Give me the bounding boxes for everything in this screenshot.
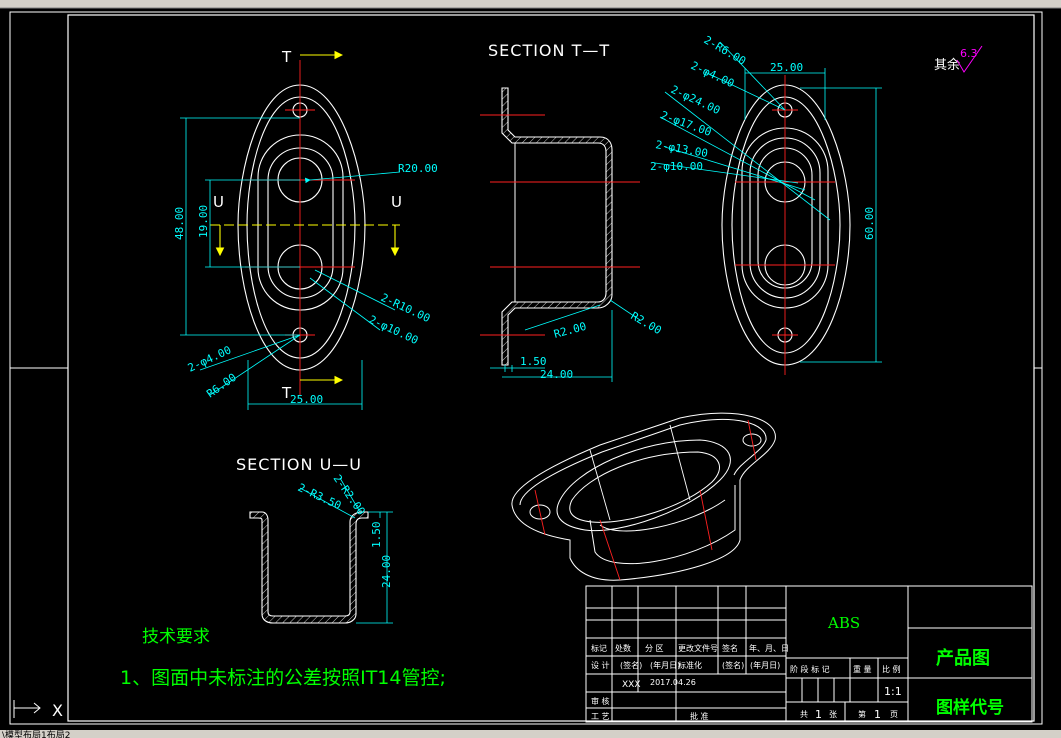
back-dim-d24: 2-φ24.00 — [669, 83, 723, 117]
front-view — [237, 84, 366, 371]
front-cut-label-left: U — [213, 193, 224, 211]
tb-stage-2: 比 例 — [882, 664, 901, 674]
roughness-label: 其余 — [934, 57, 960, 73]
front-dimensions — [180, 117, 401, 410]
tb-design-1: (签名) — [620, 660, 642, 670]
ucs-x-label: X — [52, 701, 63, 720]
front-dim-r-lug: R6.00 — [204, 371, 239, 401]
section-tt-title: SECTION T—T — [488, 41, 610, 60]
back-dim-d10: 2-φ10.00 — [650, 160, 703, 173]
ucs-icon — [13, 700, 41, 718]
back-dim-width: 25.00 — [770, 61, 803, 74]
tb-stage-0: 阶 段 标 记 — [790, 664, 830, 674]
back-view — [721, 84, 851, 366]
tb-date: 2017.04.26 — [650, 678, 696, 687]
tb-sheets-page-suffix: 页 — [890, 710, 898, 719]
tb-process: 工 艺 — [591, 712, 610, 721]
tb-header-5: 年、月、日 — [749, 643, 789, 653]
tech-req-heading: 技术要求 — [142, 627, 210, 647]
title-material: ABS — [827, 614, 860, 632]
section-uu-title: SECTION U—U — [236, 455, 362, 474]
tb-header-4: 签名 — [722, 643, 738, 653]
tb-sheets-total-label: 共 — [800, 710, 808, 719]
section-tt-profile — [501, 87, 613, 366]
layout-tabs-text[interactable]: \模型布局1布局2 — [2, 729, 71, 738]
tb-approve: 批 准 — [690, 711, 709, 721]
front-dim-pitch: 19.00 — [197, 205, 210, 238]
title-product-name: 产品图 — [936, 647, 990, 669]
section-tt-dim-r-outer: R2.00 — [629, 309, 664, 337]
section-uu-profile — [249, 511, 369, 624]
tb-design-0: 设 计 — [591, 660, 610, 670]
front-cut-label-bottom: T — [281, 384, 292, 402]
section-uu-dim-thick: 1.50 — [370, 522, 383, 549]
tb-sheets-page-label: 第 — [858, 709, 866, 719]
tb-sheets-total: 1 — [815, 708, 822, 721]
tb-stage-1: 重 量 — [853, 664, 872, 674]
section-uu-dim-depth: 24.00 — [380, 555, 393, 588]
tb-design-4: (签名) — [722, 660, 744, 670]
front-slot-outer — [257, 134, 344, 311]
front-dim-r-body: R20.00 — [398, 162, 438, 175]
front-slot-inner — [267, 147, 334, 299]
back-dim-d-hole: 2-φ4.00 — [689, 59, 737, 90]
front-outline — [237, 84, 366, 371]
tb-header-0: 标记 — [591, 643, 607, 653]
section-tt-dimensions — [490, 299, 641, 382]
layout-tabs-bar — [0, 730, 1061, 738]
section-tt-dim-r-inner: R2.00 — [552, 320, 587, 341]
tb-sheets-sheet-label: 张 — [829, 710, 837, 719]
back-dim-d17: 2-φ17.00 — [659, 109, 713, 139]
tech-req-line1: 1、图面中未标注的公差按照IT14管控; — [120, 667, 446, 689]
back-dim-height: 60.00 — [863, 207, 876, 240]
back-dim-r-lug: 2-R6.00 — [702, 33, 749, 67]
tb-designer: XXX — [622, 680, 641, 690]
tb-header-2: 分 区 — [645, 644, 664, 653]
roughness-value: 6.3 — [960, 47, 978, 60]
section-tt-dim-thick: 1.50 — [520, 355, 547, 368]
back-dimensions — [654, 41, 882, 363]
front-outline-inner — [246, 96, 356, 359]
tb-design-5: (年月日) — [750, 660, 780, 670]
title-drawing-no: 图样代号 — [936, 697, 1004, 718]
title-block-grid — [585, 585, 1033, 723]
back-dim-d13: 2-φ13.00 — [654, 138, 708, 160]
iso-centerlines — [534, 419, 757, 581]
tb-design-3: 标准化 — [678, 660, 702, 670]
front-cut-label-top: T — [281, 48, 292, 66]
front-dim-d-hole: 2-φ4.00 — [186, 343, 234, 374]
section-uu-dimensions — [299, 477, 393, 624]
section-tt-dim-depth: 24.00 — [540, 368, 573, 381]
iso-edges — [589, 424, 691, 521]
iso-view — [511, 412, 776, 581]
roughness-symbol — [956, 45, 983, 73]
front-cut-lines — [210, 50, 400, 385]
section-tt-centerlines — [480, 114, 640, 336]
tb-header-3: 更改文件号 — [678, 643, 718, 653]
tb-sheets-page: 1 — [874, 708, 881, 721]
toolbar-strip — [0, 0, 1061, 8]
front-cut-label-right: U — [391, 193, 402, 211]
tb-scale: 1:1 — [884, 685, 902, 698]
front-dim-width: 25.00 — [290, 393, 323, 406]
tb-header-1: 处数 — [615, 643, 631, 653]
tb-design-2: (年月日) — [650, 660, 680, 670]
front-dim-height: 48.00 — [173, 207, 186, 240]
front-centerlines — [245, 60, 355, 395]
tb-review: 审 核 — [591, 696, 610, 706]
